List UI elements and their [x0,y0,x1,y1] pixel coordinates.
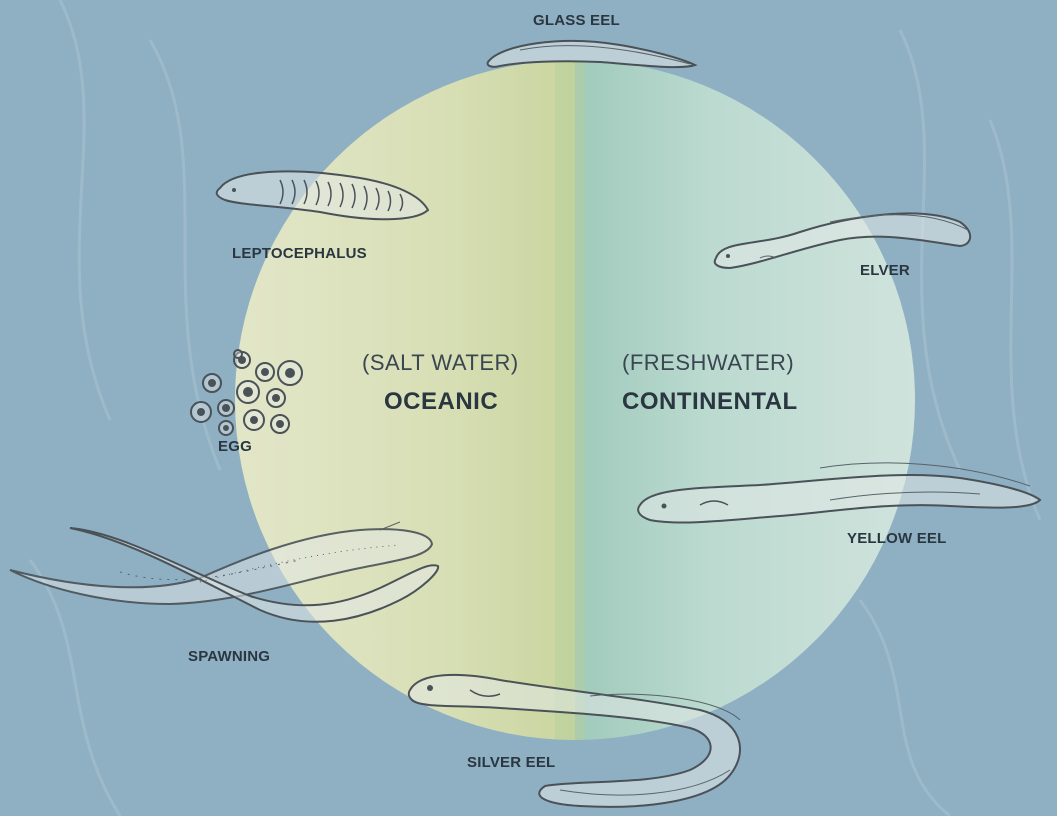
stage-label-elver: ELVER [860,262,910,279]
oceanic-zone-title: OCEANIC [384,388,498,416]
continental-zone-sub: (FRESHWATER) [622,350,794,376]
zone-circle [235,60,915,740]
oceanic-zone-sub: (SALT WATER) [362,350,519,376]
stage-label-egg: EGG [218,438,252,455]
stage-label-spawning: SPAWNING [188,648,270,665]
continental-zone-title: CONTINENTAL [622,388,798,416]
stage-label-silver-eel: SILVER EEL [467,754,555,771]
stage-label-glass-eel: GLASS EEL [533,12,620,29]
stage-label-yellow-eel: YELLOW EEL [847,530,947,547]
stage-label-leptocephalus: LEPTOCEPHALUS [232,245,367,262]
